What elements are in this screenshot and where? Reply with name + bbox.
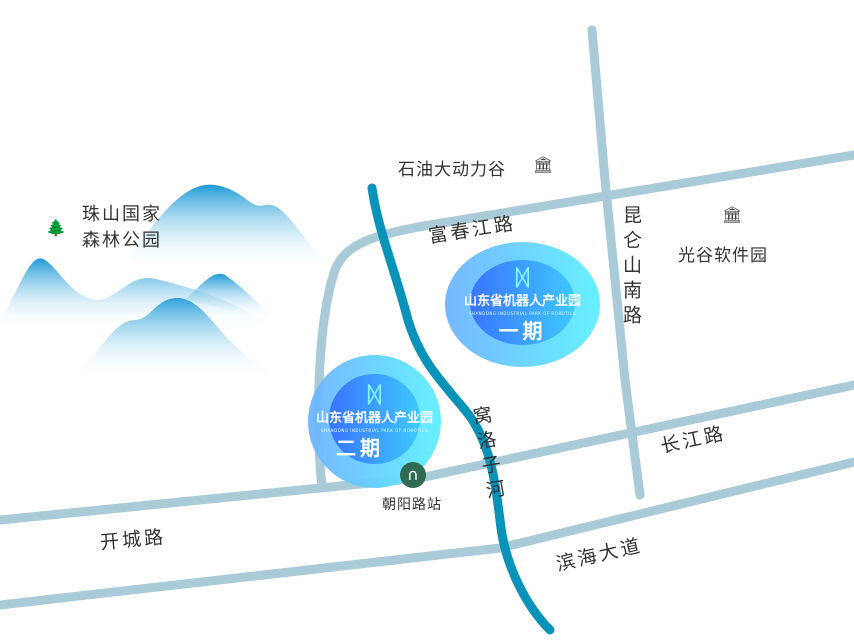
park-phase: 二期 bbox=[336, 436, 384, 460]
road-label-kaicheng: 开城路 bbox=[99, 526, 167, 554]
road-kunlunshan bbox=[587, 25, 645, 500]
poi-guanggu-label: 光谷软件园 bbox=[678, 246, 768, 266]
park-phase: 一期 bbox=[498, 319, 547, 343]
station-label: 朝阳路站 bbox=[382, 497, 442, 513]
park-name: 山东省机器人产业园 bbox=[315, 411, 433, 426]
park-phase-2[interactable]: ᛞ 山东省机器人产业园 SHANDONG INDUSTRIAL PARK OF … bbox=[308, 355, 441, 488]
park-english-name: SHANDONG INDUSTRIAL PARK OF ROBOTICS bbox=[320, 428, 429, 433]
robot-park-logo-icon: ᛞ bbox=[367, 383, 382, 408]
landmark-icon: 🏛 bbox=[722, 205, 743, 224]
road-label-kunlunshan: 昆仑山南路 bbox=[620, 205, 642, 330]
road-binhai bbox=[0, 457, 854, 610]
tree-icon: 🌲 bbox=[46, 218, 66, 237]
river-woluozi bbox=[367, 183, 555, 635]
poi-shiyou-label: 石油大动力谷 bbox=[398, 160, 506, 180]
landmark-icon: 🏛 bbox=[533, 155, 554, 174]
forest-label-line2: 森林公园 bbox=[82, 230, 162, 251]
metro-station-icon[interactable]: ∩ bbox=[400, 462, 426, 488]
park-english-name: SHANDONG INDUSTRIAL PARK OF ROBOTICS bbox=[468, 311, 577, 316]
park-phase-1[interactable]: ᛞ 山东省机器人产业园 SHANDONG INDUSTRIAL PARK OF … bbox=[445, 242, 600, 367]
park-name: 山东省机器人产业园 bbox=[463, 294, 581, 309]
forest-label-line1: 珠山国家 bbox=[82, 204, 162, 225]
robot-park-logo-icon: ᛞ bbox=[515, 266, 530, 291]
mountains bbox=[0, 184, 335, 380]
